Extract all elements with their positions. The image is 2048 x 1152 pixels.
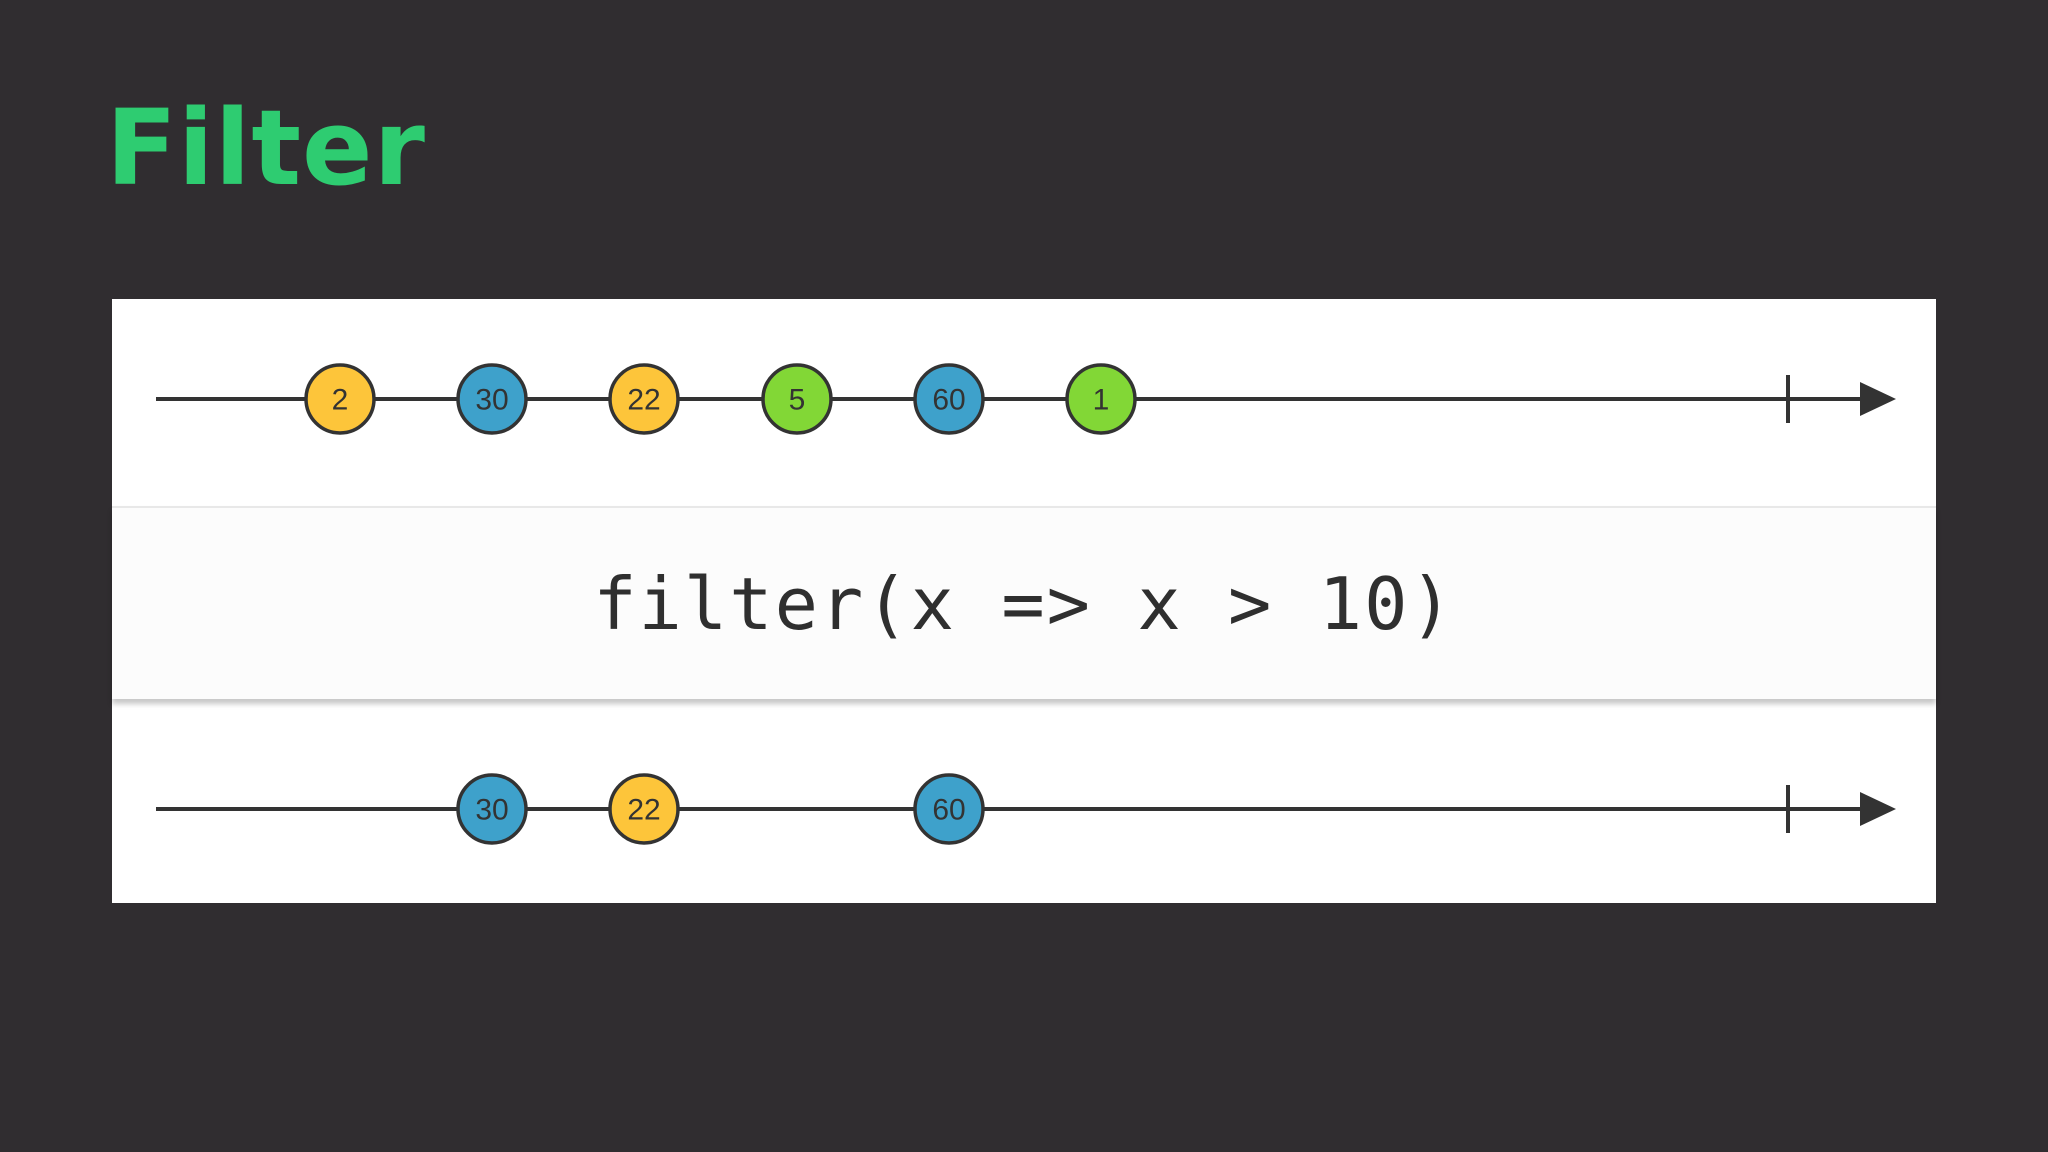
marble-label: 60 (932, 384, 965, 417)
marble-label: 60 (932, 794, 965, 827)
marble: 22 (608, 773, 680, 845)
timeline-arrowhead (1860, 792, 1896, 826)
marble-circle (1065, 363, 1137, 435)
input-timeline-svg: 2 30 22 5 60 1 (156, 363, 1896, 435)
marble: 2 (304, 363, 376, 435)
operator-box: filter(x => x > 10) (112, 506, 1936, 699)
marble: 22 (608, 363, 680, 435)
output-timeline: 30 22 60 (112, 699, 1936, 903)
marble-circle (304, 363, 376, 435)
marble: 1 (1065, 363, 1137, 435)
marble-label: 5 (789, 384, 806, 417)
marble-label: 2 (332, 384, 349, 417)
marble-circle (456, 773, 528, 845)
marble-circle (608, 773, 680, 845)
input-timeline: 2 30 22 5 60 1 (112, 299, 1936, 506)
marble-label: 30 (475, 794, 508, 827)
marble: 60 (913, 363, 985, 435)
marble-circle (913, 773, 985, 845)
operator-label: filter(x => x > 10) (593, 561, 1455, 646)
slide-title: Filter (106, 87, 426, 209)
marble-circle (608, 363, 680, 435)
marble: 30 (456, 773, 528, 845)
marble-diagram: 2 30 22 5 60 1 filter(x => x > 10) 30 22 60 (112, 299, 1936, 903)
marble-label: 22 (627, 384, 660, 417)
output-timeline-svg: 30 22 60 (156, 773, 1896, 845)
marble-label: 1 (1093, 384, 1110, 417)
marble-circle (913, 363, 985, 435)
marble-label: 30 (475, 384, 508, 417)
marble-circle (456, 363, 528, 435)
marble: 60 (913, 773, 985, 845)
marble-label: 22 (627, 794, 660, 827)
marble-circle (761, 363, 833, 435)
timeline-arrowhead (1860, 382, 1896, 416)
marble: 5 (761, 363, 833, 435)
marble: 30 (456, 363, 528, 435)
